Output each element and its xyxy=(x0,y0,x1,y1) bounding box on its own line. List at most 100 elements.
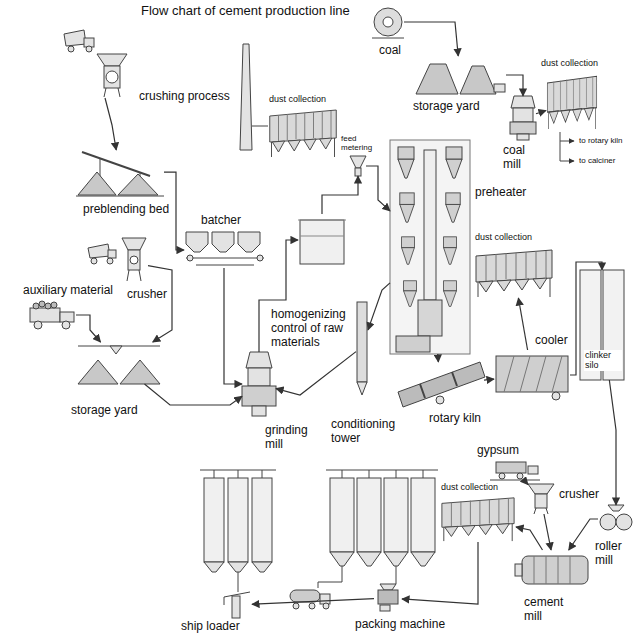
equipment-node: dust collection xyxy=(440,496,516,542)
equipment-node: coal xyxy=(372,6,404,38)
equipment-node: cement mill xyxy=(515,550,595,590)
cooler-symbol xyxy=(496,356,568,400)
packing-machine-symbol xyxy=(378,584,398,611)
flow-connector xyxy=(404,22,458,56)
bulk-tanker xyxy=(290,590,330,609)
equipment-label: dust collection xyxy=(440,482,499,492)
equipment-node: dust collection xyxy=(268,108,338,158)
flow-connector xyxy=(322,176,358,214)
coal-drum xyxy=(372,8,404,38)
equipment-label: grinding mill xyxy=(264,424,318,452)
equipment-label: packing machine xyxy=(354,618,446,632)
dust-collector xyxy=(442,498,514,541)
grinding-mill-symbol xyxy=(242,352,276,416)
dust-collector xyxy=(476,250,552,297)
equipment-label: coal xyxy=(378,44,402,58)
flow-note: to calciner xyxy=(578,156,616,165)
conditioning-tower-symbol xyxy=(357,302,367,395)
flow-connector xyxy=(609,380,616,505)
equipment-label: ship loader xyxy=(180,620,241,634)
equipment-node: conditioning tower xyxy=(356,298,368,396)
chart-title: Flow chart of cement production line xyxy=(140,4,351,19)
equipment-label: preblending bed xyxy=(82,203,170,217)
equipment-node: packing machine xyxy=(374,584,402,612)
cement-mill-symbol xyxy=(515,556,588,584)
equipment-node: clinker silo xyxy=(580,270,624,380)
equipment-node: storage yard xyxy=(414,56,506,94)
flow-connector xyxy=(484,379,494,380)
flow-connector xyxy=(145,384,243,405)
dust-collector xyxy=(547,76,596,129)
equipment-label: rotary kiln xyxy=(428,412,482,426)
equipment-label: clinker silo xyxy=(584,350,622,371)
text-holder: to calciner xyxy=(578,156,616,165)
flow-connector xyxy=(276,352,356,395)
flow-connector xyxy=(518,298,527,350)
kiln-feed-branches xyxy=(560,132,574,161)
flow-connector xyxy=(524,480,528,485)
flow-connector xyxy=(105,98,116,150)
flow-note: to rotary kiln xyxy=(578,136,624,145)
auxiliary-truck xyxy=(30,301,74,329)
coal-mill-symbol xyxy=(510,96,536,140)
equipment-label: dust collection xyxy=(540,58,599,68)
equipment-node: roller mill xyxy=(598,505,634,533)
equipment-label: conditioning tower xyxy=(330,418,410,446)
equipment-node: storage yard xyxy=(76,342,162,384)
equipment-label: dust collection xyxy=(474,232,533,242)
dust-collector xyxy=(270,110,337,157)
cement-silos xyxy=(318,470,438,588)
equipment-label: cement mill xyxy=(523,596,569,624)
equipment-node: crusher xyxy=(88,238,148,282)
rotary-kiln-symbol xyxy=(398,362,485,407)
equipment-node: coal mill xyxy=(510,96,536,140)
equipment-label: gypsum xyxy=(476,444,520,458)
equipment-node: crusher xyxy=(528,484,554,514)
equipment-label: coal mill xyxy=(502,144,544,172)
equipment-node: crushing process xyxy=(64,28,128,98)
flow-connector xyxy=(506,75,523,96)
equipment-node: rotary kiln xyxy=(396,362,484,408)
crusher-symbol xyxy=(88,238,146,281)
preheater-tower xyxy=(390,140,470,354)
flow-connector xyxy=(402,542,478,604)
equipment-label: crusher xyxy=(558,488,600,502)
equipment-node: auxiliary material xyxy=(28,300,76,330)
chimney xyxy=(240,44,268,150)
crusher-symbol xyxy=(97,54,127,97)
flow-connector xyxy=(536,110,546,113)
equipment-label: roller mill xyxy=(594,540,636,568)
equipment-label: homogenizing control of raw materials xyxy=(270,308,352,349)
dump-truck xyxy=(64,30,94,52)
homogenizing-silo xyxy=(298,220,346,264)
flow-connector xyxy=(148,266,172,342)
flow-connector xyxy=(368,283,390,330)
flow-connector xyxy=(224,268,242,384)
flow-connector xyxy=(76,315,101,342)
equipment-node: batcher xyxy=(184,232,264,268)
flow-connector xyxy=(544,514,551,550)
equipment-node: gypsum xyxy=(490,460,540,480)
crusher-symbol xyxy=(528,484,554,514)
shipping-silos xyxy=(200,470,276,592)
flow-connector xyxy=(516,527,543,550)
feed-hopper xyxy=(350,156,366,176)
equipment-label: storage yard xyxy=(70,404,139,418)
coal-piles xyxy=(416,64,505,94)
equipment-label: batcher xyxy=(200,214,242,228)
equipment-label: crushing process xyxy=(138,90,231,104)
preblending-stacker xyxy=(76,152,164,196)
equipment-label: cooler xyxy=(534,334,569,348)
text-holder: to rotary kiln xyxy=(578,136,624,145)
storage-piles xyxy=(78,346,160,384)
equipment-label: storage yard xyxy=(412,100,481,114)
equipment-node: dust collection xyxy=(474,248,554,298)
equipment-label: preheater xyxy=(474,186,527,200)
equipment-label: crusher xyxy=(126,288,168,302)
batcher-hoppers xyxy=(186,232,264,265)
equipment-node: grinding mill xyxy=(242,352,276,416)
flow-connector xyxy=(252,599,374,605)
equipment-node: cooler xyxy=(494,350,570,400)
